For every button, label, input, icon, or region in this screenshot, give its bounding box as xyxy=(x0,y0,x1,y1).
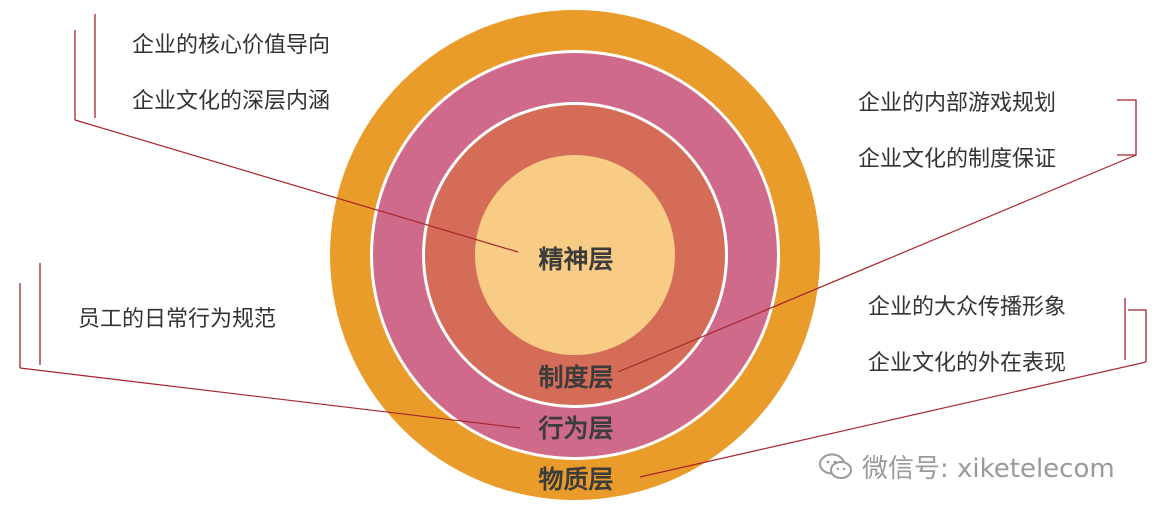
annotation-system: 企业的内部游戏规划 企业文化的制度保证 xyxy=(858,76,1056,188)
leader-material xyxy=(639,361,1147,478)
layer-label-behavior: 行为层 xyxy=(537,414,613,443)
leader-behavior xyxy=(19,367,521,429)
bracket-bottom-right-tick xyxy=(1128,309,1147,362)
annotation-line: 企业的核心价值导向 xyxy=(132,33,331,58)
annotation-line: 企业文化的深层内涵 xyxy=(132,89,331,114)
bracket-top-right xyxy=(1117,99,1137,156)
watermark-text: 微信号: xiketelecom xyxy=(862,454,1115,484)
annotation-behavior: 员工的日常行为规范 xyxy=(78,292,276,348)
annotation-line: 员工的日常行为规范 xyxy=(78,307,277,332)
layer-label-material: 物质层 xyxy=(538,465,613,494)
annotation-spiritual: 企业的核心价值导向 企业文化的深层内涵 xyxy=(132,18,330,130)
layer-label-system: 制度层 xyxy=(538,363,613,392)
ring-spiritual xyxy=(475,155,675,355)
wechat-icon xyxy=(819,453,852,479)
annotation-line: 企业文化的制度保证 xyxy=(858,147,1057,172)
leader-system xyxy=(617,154,1137,373)
annotation-line: 企业文化的外在表现 xyxy=(868,351,1067,376)
annotation-line: 企业的大众传播形象 xyxy=(868,295,1067,320)
leader-spiritual xyxy=(74,119,519,253)
annotation-line: 企业的内部游戏规划 xyxy=(858,91,1057,116)
layer-label-spiritual: 精神层 xyxy=(538,245,613,274)
annotation-material: 企业的大众传播形象 企业文化的外在表现 xyxy=(868,280,1066,392)
watermark: 微信号: xiketelecom xyxy=(818,448,1115,485)
